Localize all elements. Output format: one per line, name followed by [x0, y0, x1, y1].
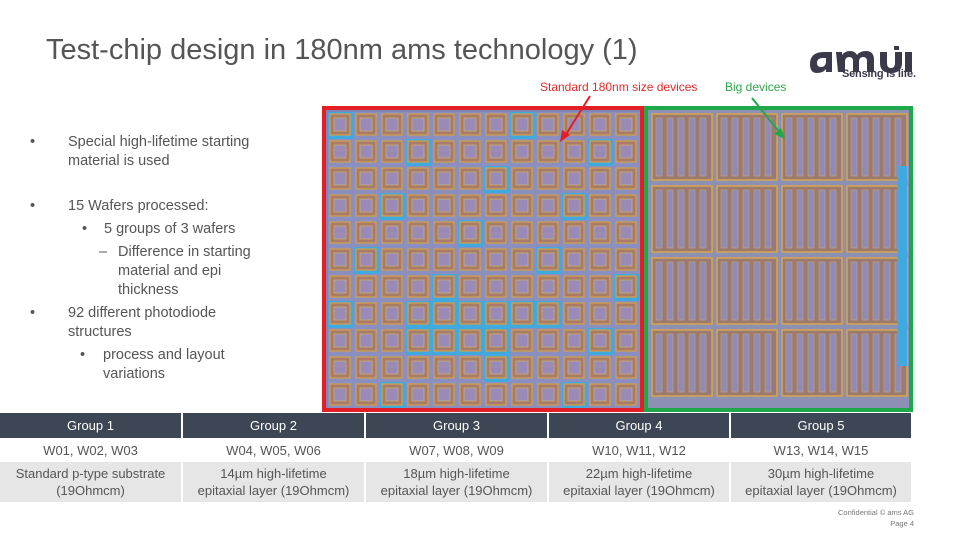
substrate-cell: 14µm high-lifetime epitaxial layer (19Ohm…	[183, 462, 366, 502]
bullet-dot: •	[30, 134, 36, 150]
substrate-cell: 22µm high-lifetime epitaxial layer (19Ohm…	[549, 462, 731, 502]
slide-title: Test-chip design in 180nm ams technology…	[46, 34, 638, 66]
substrate-line-1: Standard p-type substrate	[15, 466, 166, 481]
bullet-2-subsub-line-1: Difference in starting	[118, 244, 251, 260]
table-row-wafers: W01, W02, W03 W04, W05, W06 W07, W08, W0…	[0, 438, 913, 462]
callout-standard-devices: Standard 180nm size devices	[540, 80, 698, 94]
callout-big-devices: Big devices	[725, 80, 787, 94]
footer: Confidential © ams AG Page 4	[838, 507, 914, 529]
group-header: Group 1	[0, 413, 183, 438]
bullet-1-line-2: material is used	[68, 153, 170, 169]
group-header: Group 2	[183, 413, 366, 438]
substrate-cell: 30µm high-lifetime epitaxial layer (19Ohm…	[731, 462, 913, 502]
substrate-line-1: 18µm high-lifetime	[403, 466, 510, 481]
substrate-line-2: epitaxial layer (19Ohmcm)	[563, 483, 715, 498]
substrate-cell: 18µm high-lifetime epitaxial layer (19Ohm…	[366, 462, 549, 502]
substrate-line-2: epitaxial layer (19Ohmcm)	[380, 483, 533, 498]
bullet-3-sub-line-1: process and layout	[103, 347, 225, 363]
bullet-dash: –	[99, 244, 108, 260]
page-number: Page 4	[890, 519, 914, 528]
group-header: Group 4	[549, 413, 731, 438]
bullet-2-subsub-line-3: thickness	[118, 282, 179, 298]
table-row-substrate: Standard p-type substrate (19Ohmcm) 14µm …	[0, 462, 913, 502]
group-header: Group 3	[366, 413, 549, 438]
bullet-dot: •	[80, 347, 86, 363]
group-header: Group 5	[731, 413, 913, 438]
substrate-line-2: (19Ohmcm)	[56, 483, 125, 498]
standard-devices-frame	[322, 106, 644, 412]
wafer-cell: W10, W11, W12	[549, 438, 731, 462]
chip-layout-image	[322, 106, 913, 412]
bullet-2-sub: 5 groups of 3 wafers	[104, 221, 236, 237]
substrate-line-1: 22µm high-lifetime	[585, 466, 693, 481]
bullet-3-line-2: structures	[68, 324, 132, 340]
wafer-groups-table: Group 1 Group 2 Group 3 Group 4 Group 5 …	[0, 413, 913, 502]
substrate-line-1: 30µm high-lifetime	[767, 466, 875, 481]
bullet-1-line-1: Special high-lifetime starting	[68, 134, 250, 150]
substrate-cell: Standard p-type substrate (19Ohmcm)	[0, 462, 183, 502]
bullet-3-sub-line-2: variations	[103, 366, 166, 382]
table-header-row: Group 1 Group 2 Group 3 Group 4 Group 5	[0, 413, 913, 438]
bullet-dot: •	[30, 198, 36, 214]
logo-tagline: Sensing is life.	[842, 68, 916, 80]
ams-logo	[810, 46, 912, 73]
substrate-line-1: 14µm high-lifetime	[220, 466, 327, 481]
wafer-cell: W04, W05, W06	[183, 438, 366, 462]
bullet-dot: •	[30, 305, 36, 321]
substrate-line-2: epitaxial layer (19Ohmcm)	[745, 483, 897, 498]
wafer-cell: W07, W08, W09	[366, 438, 549, 462]
confidential-note: Confidential © ams AG	[838, 508, 914, 517]
bullet-3-line-1: 92 different photodiode	[68, 305, 217, 321]
substrate-line-2: epitaxial layer (19Ohmcm)	[197, 483, 350, 498]
bullet-2: 15 Wafers processed:	[68, 198, 209, 214]
big-devices-frame	[644, 106, 913, 412]
bullet-2-subsub-line-2: material and epi	[118, 263, 222, 279]
bullet-dot: •	[82, 221, 88, 237]
wafer-cell: W01, W02, W03	[0, 438, 183, 462]
wafer-cell: W13, W14, W15	[731, 438, 913, 462]
